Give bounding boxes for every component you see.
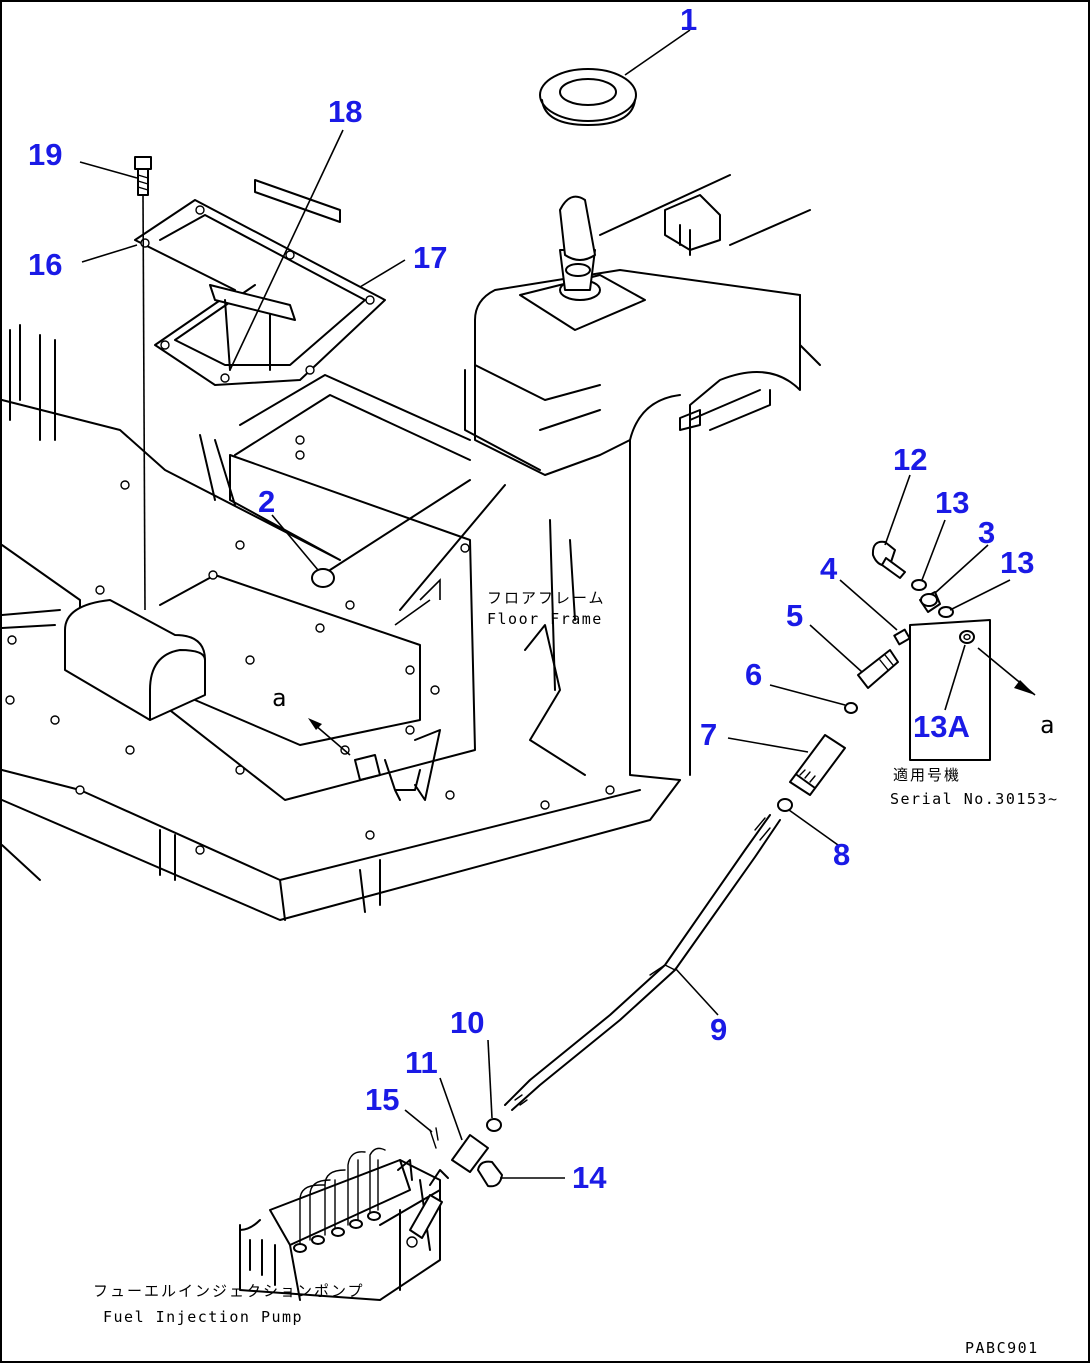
floor-frame-label-jp: フロアフレーム	[487, 589, 606, 607]
callout-2: 2	[258, 484, 275, 519]
view-a-left-label: a	[272, 684, 288, 712]
callout-13-upper: 13	[935, 485, 969, 520]
bolt-19	[134, 156, 152, 196]
joystick-lever	[559, 195, 601, 301]
callout-12: 12	[893, 442, 927, 477]
callout-11: 11	[405, 1045, 438, 1080]
callout-14: 14	[572, 1160, 607, 1195]
cap-part-1	[539, 68, 637, 126]
floor-frame	[1, 324, 681, 921]
view-arrow-a-right	[977, 647, 1036, 696]
callout-8: 8	[833, 837, 850, 872]
serial-label-jp: 適用号機	[893, 766, 961, 784]
linkage-rod-upper	[329, 479, 471, 571]
callout-9: 9	[710, 1012, 727, 1047]
callout-1: 1	[680, 2, 697, 37]
grommet-2	[311, 568, 335, 588]
callout-13A: 13A	[913, 709, 970, 744]
callout-17: 17	[413, 240, 447, 275]
leader-lines	[79, 29, 1011, 1179]
view-arrow-a-left	[308, 718, 351, 756]
callout-7: 7	[700, 717, 717, 752]
bolt-19-center-line	[142, 194, 146, 611]
callout-18: 18	[328, 94, 362, 129]
callout-15: 15	[365, 1082, 399, 1117]
view-a-right-label: a	[1040, 711, 1056, 739]
bolt-14	[477, 1160, 503, 1188]
nut-10	[486, 1118, 502, 1132]
fuel-injection-pump	[239, 1147, 449, 1301]
control-cable-9	[504, 814, 781, 1111]
callout-16: 16	[28, 247, 62, 282]
callout-3: 3	[978, 515, 995, 550]
console-box	[464, 174, 821, 781]
pin-15	[429, 1127, 439, 1149]
callout-5: 5	[786, 598, 803, 633]
drawing-code: PABC901	[965, 1339, 1039, 1357]
callout-13-lower: 13	[1000, 545, 1034, 580]
callout-10: 10	[450, 1005, 484, 1040]
clamp-11	[451, 1134, 489, 1173]
serial-box	[909, 619, 991, 761]
seal-17-legs	[224, 299, 271, 371]
cover-plate-16	[134, 199, 386, 386]
fuel-pump-label-jp: フューエルインジェクションポンプ	[93, 1282, 365, 1300]
handle-18	[254, 179, 341, 223]
serial-label-en: Serial No.30153~	[890, 790, 1059, 808]
callout-19: 19	[28, 137, 62, 172]
fuel-pump-label-en: Fuel Injection Pump	[103, 1308, 303, 1326]
floor-frame-label-en: Floor Frame	[487, 610, 603, 628]
small-parts	[777, 540, 975, 812]
linkage-rod-lower	[399, 484, 506, 611]
callout-6: 6	[745, 657, 762, 692]
callout-4: 4	[820, 551, 838, 586]
